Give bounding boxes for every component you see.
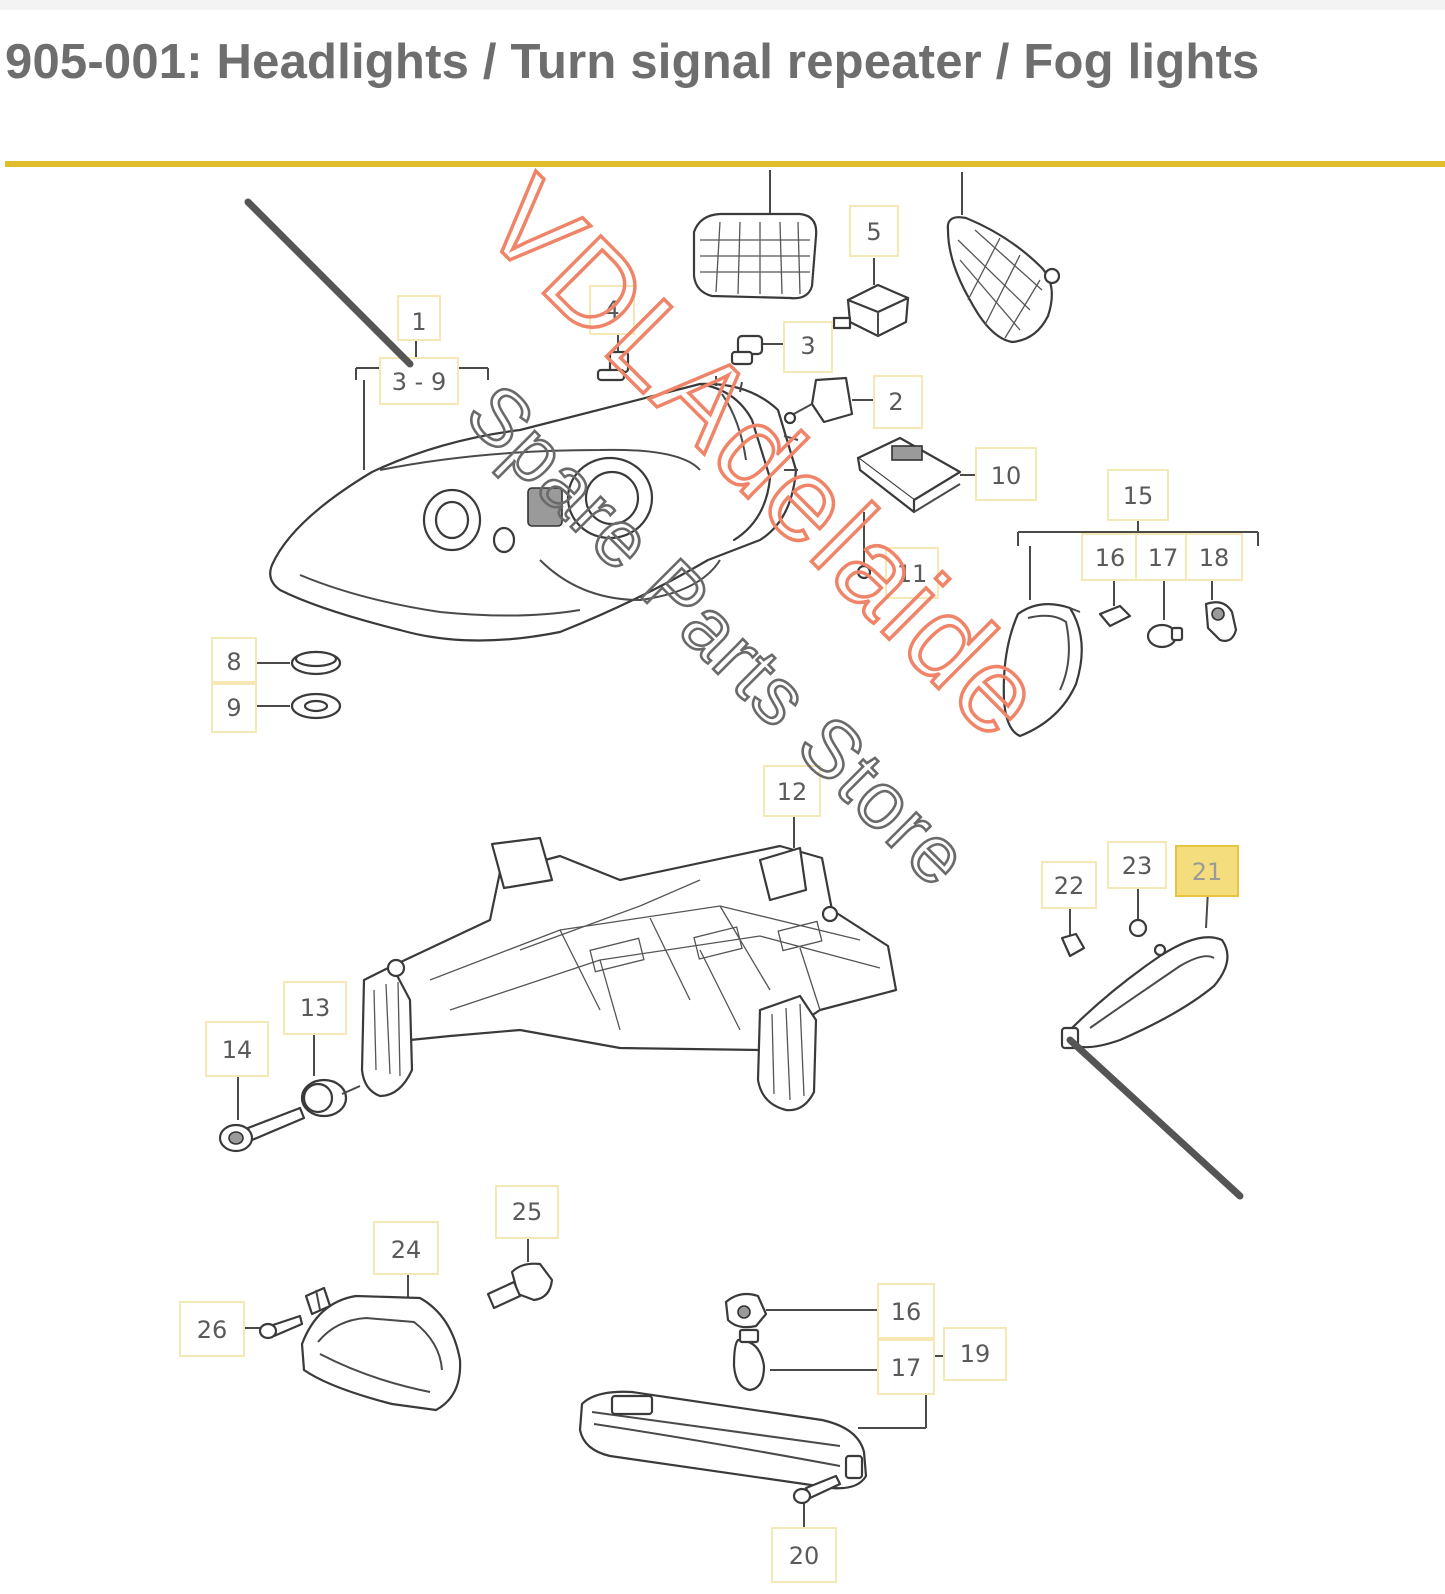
part-1-headlight xyxy=(269,376,799,642)
part-21-repeater xyxy=(1060,889,1229,1050)
part-12-carrier xyxy=(360,806,898,1112)
part-23-socket xyxy=(1128,882,1148,938)
part-16-bulb-holder xyxy=(1098,576,1132,628)
part-13-grommet xyxy=(300,1032,361,1118)
callout-5[interactable]: 5 xyxy=(849,205,899,257)
svg-text:13: 13 xyxy=(300,994,331,1022)
svg-text:3 - 9: 3 - 9 xyxy=(392,368,446,396)
callout-15[interactable]: 15 xyxy=(1107,469,1169,521)
part-8-cap xyxy=(252,650,342,676)
svg-text:4: 4 xyxy=(604,296,619,324)
callout-9[interactable]: 9 xyxy=(211,683,257,733)
svg-text:1: 1 xyxy=(411,308,426,336)
svg-text:26: 26 xyxy=(197,1316,228,1344)
part-22-bulb xyxy=(1060,902,1086,958)
svg-text:2: 2 xyxy=(888,388,903,416)
svg-text:8: 8 xyxy=(226,648,241,676)
part-16b-holder xyxy=(724,1292,878,1329)
svg-text:5: 5 xyxy=(866,218,881,246)
callout-11[interactable]: 11 xyxy=(885,547,939,599)
callout-26[interactable]: 26 xyxy=(179,1301,245,1357)
svg-text:19: 19 xyxy=(960,1340,991,1368)
svg-text:10: 10 xyxy=(991,462,1022,490)
callout-4[interactable]: 4 xyxy=(589,285,635,335)
svg-text:20: 20 xyxy=(789,1542,820,1570)
part-17b-bulb xyxy=(732,1328,878,1392)
callout-16a[interactable]: 16 xyxy=(1081,533,1139,581)
svg-text:22: 22 xyxy=(1054,872,1085,900)
callout-24[interactable]: 24 xyxy=(373,1221,439,1275)
watermark-bar-bottom xyxy=(1066,1036,1244,1200)
svg-text:11: 11 xyxy=(897,560,928,588)
svg-text:12: 12 xyxy=(777,778,808,806)
svg-text:25: 25 xyxy=(512,1198,543,1226)
svg-text:23: 23 xyxy=(1122,852,1153,880)
part-24-fog-light xyxy=(300,1266,462,1412)
callout-2[interactable]: 2 xyxy=(873,375,923,429)
svg-text:9: 9 xyxy=(226,694,241,722)
callout-18[interactable]: 18 xyxy=(1185,533,1243,581)
part-5-module xyxy=(832,258,910,338)
svg-text:24: 24 xyxy=(391,1236,422,1264)
callout-20[interactable]: 20 xyxy=(771,1527,837,1583)
svg-text:16: 16 xyxy=(891,1298,922,1326)
svg-text:16: 16 xyxy=(1095,544,1126,572)
part-19-drl xyxy=(578,1390,868,1490)
callout-21[interactable]: 21 xyxy=(1175,845,1239,897)
part-2-unit xyxy=(783,376,878,425)
part-vent-grille xyxy=(946,172,1061,344)
part-18-socket xyxy=(1204,576,1238,642)
svg-text:3: 3 xyxy=(800,332,815,360)
callout-10[interactable]: 10 xyxy=(975,447,1037,501)
callout-3[interactable]: 3 xyxy=(783,321,833,373)
callout-1[interactable]: 1 xyxy=(397,295,441,341)
svg-text:17: 17 xyxy=(891,1354,922,1382)
callout-17a[interactable]: 17 xyxy=(1135,533,1191,581)
callout-labels: 1 3 - 9 4 5 3 2 xyxy=(179,205,1243,1583)
part-14-bolt xyxy=(218,1072,306,1153)
callout-8[interactable]: 8 xyxy=(211,637,257,683)
callout-bracket-15 xyxy=(1017,520,1259,600)
svg-text:17: 17 xyxy=(1148,544,1179,572)
callout-13[interactable]: 13 xyxy=(283,981,347,1035)
callout-22[interactable]: 22 xyxy=(1041,861,1097,909)
part-26-screw xyxy=(240,1314,304,1340)
part-bulb-cover xyxy=(692,170,818,300)
watermark-bar-top xyxy=(244,198,414,368)
part-15-side-light xyxy=(1002,603,1083,738)
part-25-bulb xyxy=(486,1236,554,1310)
svg-text:15: 15 xyxy=(1123,482,1154,510)
part-9-ring xyxy=(252,692,342,720)
callout-17b[interactable]: 17 xyxy=(877,1339,935,1395)
svg-text:21: 21 xyxy=(1192,858,1223,886)
part-10-control-unit xyxy=(856,436,982,514)
callout-23[interactable]: 23 xyxy=(1107,841,1167,889)
part-11-screw xyxy=(856,512,872,580)
title-underline xyxy=(5,161,1445,167)
part-17-bulb xyxy=(1146,576,1184,649)
part-20-screw xyxy=(792,1474,842,1528)
callout-19[interactable]: 19 xyxy=(943,1327,1007,1381)
svg-text:14: 14 xyxy=(222,1036,253,1064)
callout-16b[interactable]: 16 xyxy=(877,1283,935,1339)
callout-12[interactable]: 12 xyxy=(763,765,821,817)
callout-14[interactable]: 14 xyxy=(205,1021,269,1077)
callout-3-9[interactable]: 3 - 9 xyxy=(379,357,459,405)
page-title: 905-001: Headlights / Turn signal repeat… xyxy=(5,35,1260,89)
top-band xyxy=(0,0,1445,10)
svg-text:18: 18 xyxy=(1199,544,1230,572)
callout-25[interactable]: 25 xyxy=(495,1185,559,1239)
